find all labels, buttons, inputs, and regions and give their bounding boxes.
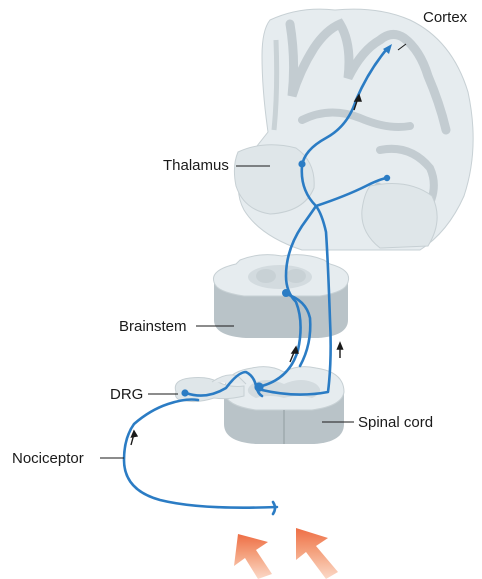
label-nociceptor: Nociceptor xyxy=(12,450,84,467)
brainstem-neuron xyxy=(282,289,290,297)
cortical-target xyxy=(384,175,390,181)
label-drg: DRG xyxy=(110,386,143,403)
brain-section xyxy=(234,9,473,250)
stimulus-arrow-right xyxy=(296,528,338,579)
stimulus-arrows xyxy=(234,528,338,579)
drg-cell-body xyxy=(181,389,188,396)
spinal-cord-section xyxy=(224,367,344,444)
thalamic-neuron xyxy=(298,160,305,167)
dorsal-horn-neuron xyxy=(254,382,263,391)
stimulus-arrow-left xyxy=(234,534,272,579)
label-thalamus: Thalamus xyxy=(163,157,229,174)
label-brainstem: Brainstem xyxy=(119,318,187,335)
label-cortex: Cortex xyxy=(423,9,468,26)
label-spinal-cord: Spinal cord xyxy=(358,414,433,431)
